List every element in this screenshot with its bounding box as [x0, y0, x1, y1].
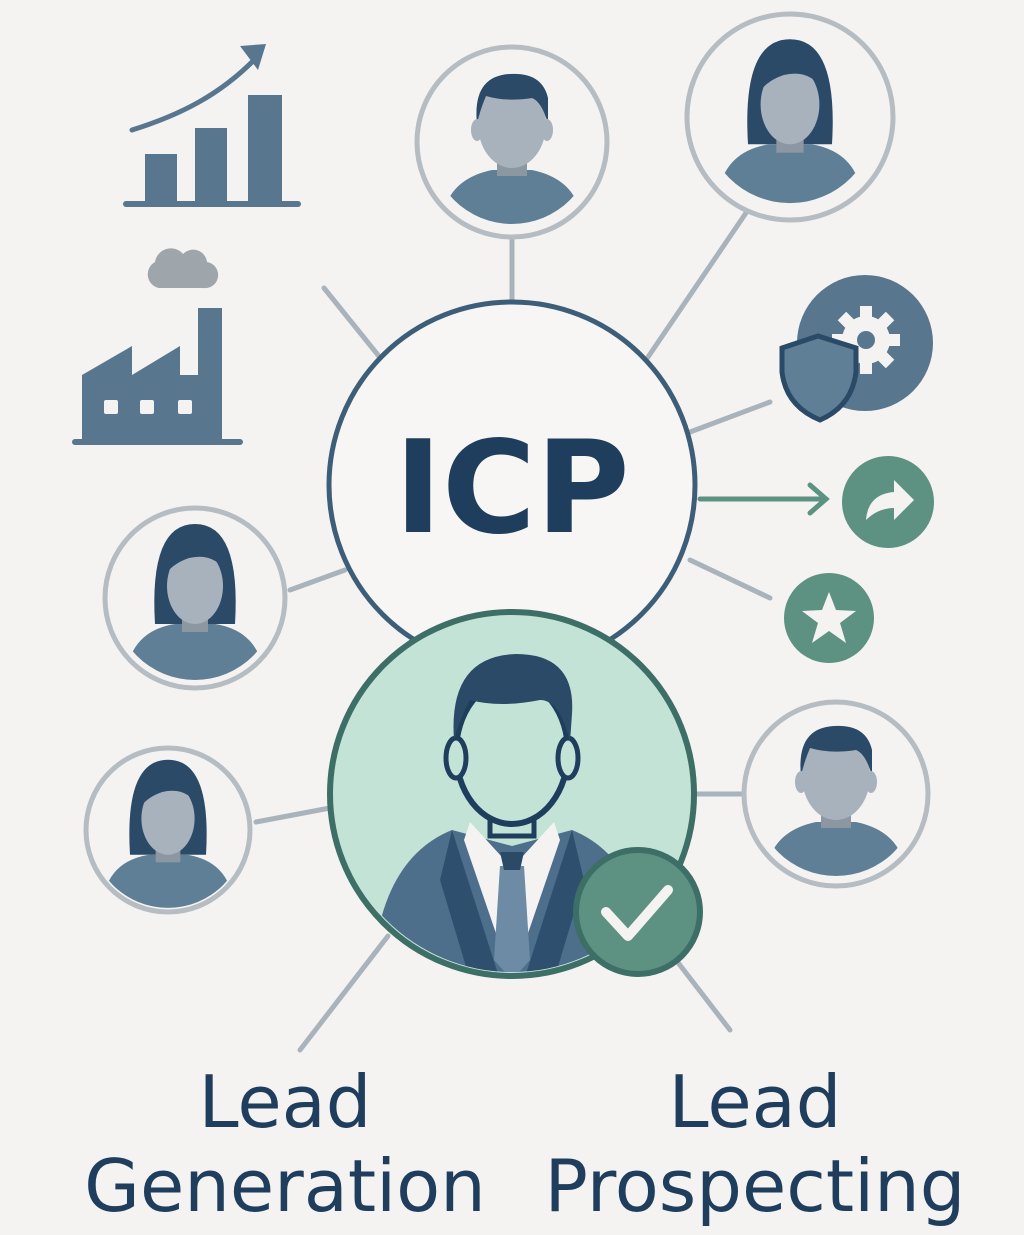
factory-icon: [72, 248, 243, 445]
lead-prospecting-line2: Prospecting: [544, 1144, 966, 1228]
icp-text: ICP: [394, 414, 629, 563]
lead-avatar: [327, 609, 703, 979]
lead-generation-label: Lead Generation: [70, 1060, 500, 1228]
avatar-right-man: [741, 699, 931, 889]
lead-prospecting-label: Lead Prospecting: [520, 1060, 990, 1228]
avatar-top-man: [414, 44, 610, 240]
avatar-top-right-woman: [684, 11, 896, 223]
avatar-left-woman: [102, 505, 288, 691]
gear-shield-icon: [779, 275, 933, 423]
arrow-connector: [697, 482, 830, 516]
avatar-lower-left-woman: [83, 745, 253, 915]
star-icon: [784, 573, 874, 663]
lead-prospecting-line1: Lead: [668, 1060, 842, 1144]
lead-generation-line2: Generation: [84, 1144, 486, 1228]
icp-circle: ICP: [326, 299, 698, 671]
lead-generation-line1: Lead: [198, 1060, 372, 1144]
arrow-icon: [842, 456, 934, 548]
checkmark-icon: [573, 847, 703, 977]
connector-lines: [253, 207, 773, 1053]
growth-chart-icon: [123, 44, 301, 207]
